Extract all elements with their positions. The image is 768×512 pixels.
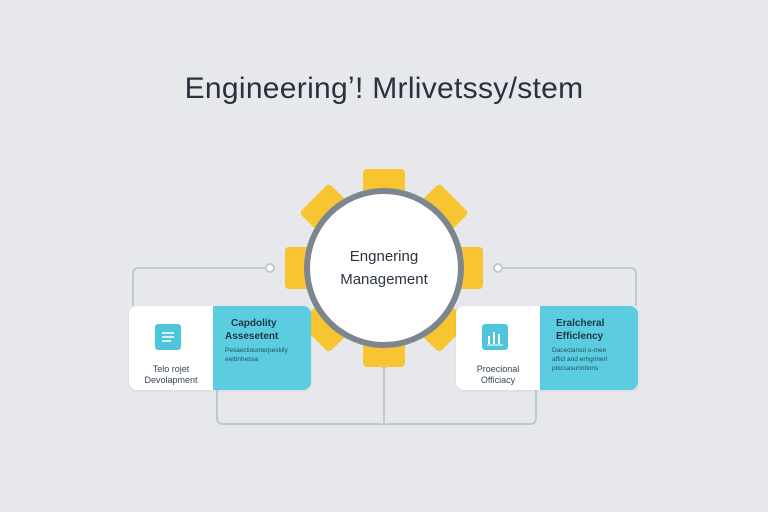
card-text-panel: Capdolity Assesetent Pesaecliounterpeski… <box>213 306 311 390</box>
management-gear: Engnering Management <box>284 168 484 368</box>
connector-right <box>502 267 637 306</box>
card-icon-panel: Proecional Officiacy <box>456 306 540 390</box>
card-heading-line2: Efficlency <box>556 331 604 342</box>
document-icon <box>155 324 181 350</box>
card-heading-line1: Eralcheral <box>556 318 605 329</box>
page-title: Engineeringʼ! Mrlivetssy/stem <box>184 72 584 105</box>
card-desc-line1: Pesaecliounterpeskily <box>225 347 288 354</box>
card-sub-line2: Officiacy <box>480 375 516 385</box>
chart-icon <box>482 324 508 350</box>
card-desc-line3: plxccasunntions <box>552 365 599 372</box>
card-icon-panel: Telo rojet Devolapment <box>129 306 213 390</box>
center-label-line2: Management <box>340 271 428 288</box>
connector-left-dot <box>265 263 275 273</box>
capability-card: Telo rojet Devolapment Capdolity Asseset… <box>129 306 311 390</box>
card-sub-line1: Telo rojet <box>152 364 190 374</box>
card-text-panel: Eralcheral Efficlency Daceclarsol o-mee … <box>540 306 638 390</box>
card-desc-line2: afficl and erhgrinerl <box>552 356 608 363</box>
connector-bottom <box>216 390 537 425</box>
card-heading-line1: Capdolity <box>231 318 277 329</box>
card-desc-line1: Daceclarsol o-mee <box>552 347 607 354</box>
card-sub-line2: Devolapment <box>144 375 198 385</box>
connector-left <box>132 267 266 306</box>
center-node: Engnering Management <box>310 194 458 342</box>
center-label-line1: Engnering <box>349 248 419 265</box>
connector-right-dot <box>493 263 503 273</box>
card-desc-line2: eettinhessa <box>225 356 259 363</box>
card-sub-line1: Proecional <box>476 364 520 374</box>
card-heading-line2: Assesetent <box>225 331 279 342</box>
efficiency-card: Proecional Officiacy Eralcheral Efficlen… <box>456 306 638 390</box>
